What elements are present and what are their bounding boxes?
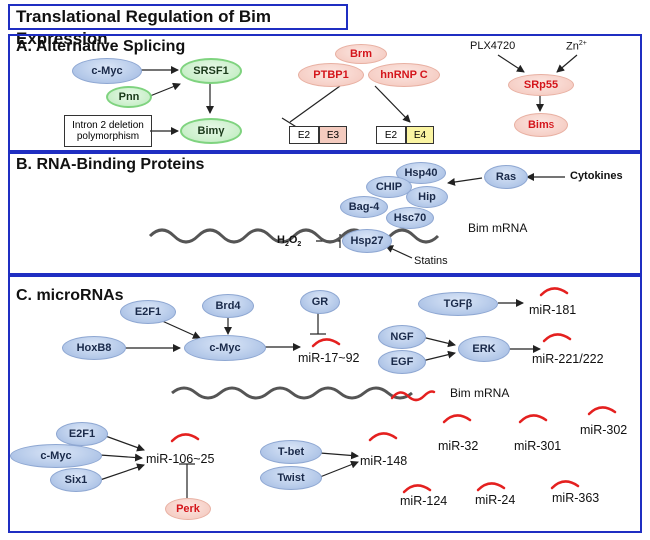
node-srp55: SRp55 [508, 74, 574, 96]
label-mir-363: miR-363 [552, 491, 600, 505]
node-c-myc-a: c-Myc [72, 58, 142, 84]
node-twist: Twist [260, 466, 322, 490]
label-zinc: Zn2+ [566, 40, 587, 53]
exon-e2-left: E2 [289, 126, 319, 144]
label-plx4720: PLX4720 [470, 40, 516, 52]
label-mir-17-92: miR-17~92 [298, 351, 360, 365]
node-ptbp1: PTBP1 [298, 63, 364, 87]
node-ras: Ras [484, 165, 528, 189]
node-hip: Hip [406, 186, 448, 208]
node-tgfb: TGFβ [418, 292, 498, 316]
label-statins: Statins [414, 255, 448, 267]
label-mir-221-222: miR-221/222 [532, 352, 604, 366]
node-srsf1: SRSF1 [180, 58, 242, 84]
node-chip: CHIP [366, 176, 412, 198]
label-mir-301: miR-301 [514, 439, 562, 453]
panel-c-title: C. microRNAs [16, 287, 124, 304]
node-hsp40: Hsp40 [396, 162, 446, 184]
node-egf: EGF [378, 350, 426, 374]
exon-e4: E4 [406, 126, 434, 144]
exon-e3: E3 [319, 126, 347, 144]
label-mir-148: miR-148 [360, 454, 408, 468]
node-bim-gamma: Bimγ [180, 118, 242, 144]
node-brm: Brm [335, 44, 387, 64]
node-gr: GR [300, 290, 340, 314]
label-mir-302: miR-302 [580, 423, 628, 437]
intron-note-box: Intron 2 deletion polymorphism [64, 115, 152, 147]
node-six1: Six1 [50, 468, 102, 492]
node-pnn: Pnn [106, 86, 152, 108]
label-mir-32: miR-32 [438, 439, 479, 453]
label-mir-181: miR-181 [529, 303, 577, 317]
node-bag4: Bag-4 [340, 196, 388, 218]
panel-b-title: B. RNA-Binding Proteins [16, 156, 205, 173]
node-e2f1-top: E2F1 [120, 300, 176, 324]
node-brd4: Brd4 [202, 294, 254, 318]
node-perk: Perk [165, 498, 211, 520]
node-t-bet: T-bet [260, 440, 322, 464]
label-bim-mrna-c: Bim mRNA [450, 386, 510, 400]
node-ngf: NGF [378, 325, 426, 349]
panel-micrornas [8, 275, 642, 533]
panel-a-title: A. Alternative Splicing [16, 38, 186, 55]
intron-note-line1: Intron 2 deletion [72, 120, 144, 131]
label-h2o2: H2O2 [277, 234, 302, 249]
node-hnrnp-c: hnRNP C [368, 63, 440, 87]
label-bim-mrna-b: Bim mRNA [468, 221, 528, 235]
intron-note-line2: polymorphism [76, 131, 140, 142]
panel-alternative-splicing [8, 34, 642, 152]
node-erk: ERK [458, 336, 510, 362]
node-c-myc-bottom: c-Myc [10, 444, 102, 468]
node-c-myc-c: c-Myc [184, 335, 266, 361]
node-e2f1-bottom: E2F1 [56, 422, 108, 446]
node-hsp27: Hsp27 [342, 229, 392, 253]
panel-rna-binding-proteins [8, 152, 642, 275]
label-mir-106-25: miR-106~25 [146, 452, 215, 466]
label-mir-24: miR-24 [475, 493, 516, 507]
label-mir-124: miR-124 [400, 494, 448, 508]
label-cytokines: Cytokines [570, 170, 623, 182]
node-hoxb8: HoxB8 [62, 336, 126, 360]
node-hsc70: Hsc70 [386, 207, 434, 229]
figure-title: Translational Regulation of Bim Expressi… [8, 4, 348, 48]
exon-e2-right: E2 [376, 126, 406, 144]
